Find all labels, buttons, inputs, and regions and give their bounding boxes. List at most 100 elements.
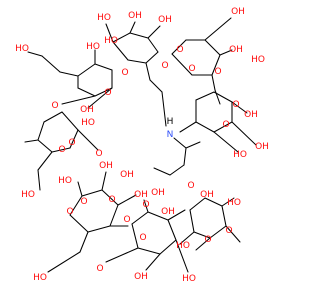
- bond-line: [193, 231, 211, 239]
- bond-line: [175, 239, 189, 273]
- bond-line: [94, 63, 113, 71]
- bond-line: [27, 51, 43, 57]
- oxygen-atom-label: O: [95, 149, 102, 159]
- oxygen-atom-label: O: [204, 235, 211, 245]
- oxygen-atom-label: HO: [81, 118, 95, 128]
- oxygen-atom-label: OH: [231, 7, 245, 17]
- bond-line: [112, 32, 131, 43]
- bond-line: [129, 32, 149, 39]
- bond-line: [69, 214, 89, 233]
- bond-line: [77, 63, 96, 77]
- bond-line: [41, 55, 61, 73]
- bond-lines: [24, 17, 257, 273]
- oxygen-atom-label: O: [51, 101, 58, 111]
- bond-line: [204, 39, 221, 56]
- oxygen-atom-label: OH: [229, 45, 243, 55]
- oxygen-atom-label: HO: [233, 150, 247, 160]
- bond-line: [173, 137, 187, 149]
- oxygen-atom-label: OH: [134, 272, 148, 282]
- bond-line: [112, 41, 129, 61]
- bond-line: [167, 209, 186, 221]
- bond-line: [145, 62, 151, 81]
- oxygen-atom-label: OH: [120, 170, 134, 180]
- bond-line: [87, 225, 111, 233]
- bond-line: [77, 181, 83, 197]
- bond-line: [94, 87, 113, 97]
- bond-line: [129, 21, 136, 34]
- oxygen-atom-label: HO: [227, 198, 241, 208]
- bond-line: [153, 167, 171, 176]
- oxygen-atom-label: O: [232, 100, 239, 110]
- bond-line: [143, 199, 149, 213]
- oxygen-atom-label: O: [80, 197, 87, 207]
- bond-line: [189, 197, 206, 211]
- bond-line: [225, 225, 241, 243]
- bond-line: [79, 231, 89, 253]
- bond-line: [61, 95, 96, 105]
- bond-line: [221, 197, 235, 207]
- oxygen-atom-label: HO: [251, 55, 265, 65]
- oxygen-atom-label: HO: [104, 36, 118, 46]
- bond-line: [231, 101, 248, 114]
- bond-line: [145, 253, 161, 271]
- oxygen-atom-label: OH: [99, 161, 113, 171]
- bond-line: [127, 59, 147, 64]
- bond-line: [61, 111, 79, 131]
- bond-line: [211, 74, 216, 91]
- oxygen-atom-label: OH: [244, 110, 258, 120]
- bond-line: [51, 147, 71, 153]
- bond-line: [204, 17, 232, 41]
- bond-line: [179, 231, 195, 245]
- oxygen-atom-label: HO: [86, 42, 100, 52]
- bond-line: [24, 139, 39, 143]
- bond-line: [81, 189, 103, 197]
- oxygen-atom-label: OH: [128, 11, 142, 21]
- bond-line: [221, 205, 227, 227]
- bond-line: [195, 237, 211, 251]
- oxygen-atom-label: OH: [158, 15, 172, 25]
- bond-line: [147, 37, 159, 53]
- oxygen-atom-label: O: [68, 138, 75, 148]
- bond-line: [167, 219, 177, 241]
- bond-line: [204, 197, 223, 207]
- bond-line: [43, 111, 63, 123]
- oxygen-atom-label: O: [142, 200, 149, 210]
- bond-line: [47, 251, 81, 273]
- oxygen-atom-label: OH: [134, 190, 148, 200]
- bond-line: [171, 39, 187, 55]
- bond-line: [37, 151, 53, 171]
- oxygen-atom-label: O: [188, 64, 195, 74]
- oxygen-atom-label: O: [58, 145, 65, 155]
- bond-line: [69, 195, 83, 216]
- bond-line: [147, 25, 161, 39]
- oxygen-atom-label: O: [161, 61, 168, 71]
- bond-line: [117, 194, 137, 206]
- bond-line: [77, 129, 99, 151]
- bond-line: [105, 247, 139, 263]
- bond-line: [59, 71, 79, 77]
- oxygen-atom-label: O: [108, 195, 115, 205]
- bond-line: [161, 91, 167, 127]
- nitrogen-atom-label: N: [167, 130, 174, 140]
- oxygen-atom-label: O: [222, 120, 229, 130]
- oxygen-atom-label: OH: [151, 188, 165, 198]
- oxygen-atom-label: O: [139, 233, 146, 243]
- bond-line: [37, 169, 41, 191]
- oxygen-atom-label: OH: [161, 207, 175, 217]
- oxygen-atom-label: HO: [33, 273, 47, 283]
- oxygen-atom-label: HO: [58, 176, 72, 186]
- oxygen-atom-label: HO: [176, 241, 190, 251]
- bond-line: [37, 139, 53, 153]
- bond-line: [219, 49, 233, 56]
- bond-line: [189, 209, 195, 233]
- bond-line: [159, 239, 177, 255]
- bond-line: [131, 223, 139, 249]
- bond-line: [37, 121, 45, 141]
- oxygen-atom-label: HO: [182, 274, 196, 284]
- bond-line: [214, 89, 221, 105]
- oxygen-atom-label: O: [121, 68, 128, 78]
- bond-line: [211, 54, 221, 76]
- oxygen-atom-label: OH: [200, 190, 214, 200]
- bond-line: [87, 87, 113, 109]
